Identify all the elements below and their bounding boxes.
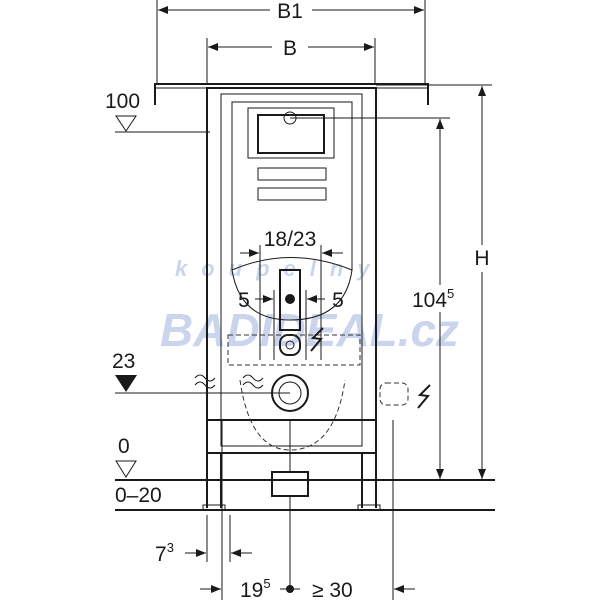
svg-text:195: 195 <box>240 576 271 600</box>
water-supply-icon <box>242 374 264 389</box>
svg-text:B1: B1 <box>277 0 303 23</box>
dimension-bottom: 195 ≥ 30 <box>200 420 415 600</box>
center-point <box>285 294 295 304</box>
svg-text:5: 5 <box>238 289 250 312</box>
svg-text:1045: 1045 <box>412 286 454 312</box>
svg-text:23: 23 <box>112 350 135 373</box>
power-socket-icon <box>310 327 431 409</box>
dimension-b: B <box>206 37 376 85</box>
level-0: 0 0–20 <box>115 435 495 511</box>
level-23: 23 <box>112 350 290 394</box>
dimension-b1: B1 <box>156 0 426 85</box>
dimension-pipe-spacing: 18/23 5 5 <box>238 228 344 360</box>
svg-text:18/23: 18/23 <box>264 228 317 251</box>
svg-text:H: H <box>474 247 489 270</box>
watermark: koupelny BADIDEAL.cz <box>160 256 459 356</box>
svg-text:0–20: 0–20 <box>115 484 162 507</box>
dimension-104-5: 1045 <box>290 117 454 479</box>
svg-text:5: 5 <box>332 289 344 312</box>
svg-text:BADIDEAL.cz: BADIDEAL.cz <box>160 304 459 356</box>
dimension-7-3: 73 <box>155 515 252 566</box>
dimension-h: H <box>376 84 492 479</box>
svg-text:B: B <box>283 37 297 60</box>
water-supply-icon <box>194 374 216 389</box>
svg-text:73: 73 <box>155 540 174 566</box>
svg-text:≥ 30: ≥ 30 <box>312 579 353 600</box>
svg-text:0: 0 <box>118 435 130 458</box>
level-100: 100 <box>105 90 210 133</box>
svg-text:100: 100 <box>105 90 140 113</box>
